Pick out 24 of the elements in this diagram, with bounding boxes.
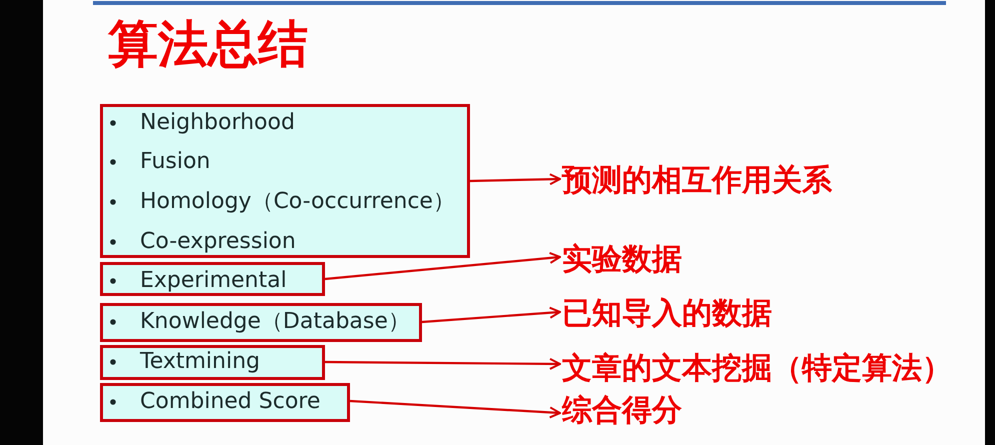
slide-title: 算法总结 — [108, 14, 308, 74]
list-item-text: Textmining — [140, 348, 260, 376]
list-box — [100, 383, 350, 422]
arrow — [422, 306, 561, 324]
list-box — [100, 303, 422, 342]
result-label: 实验数据 — [562, 242, 682, 278]
list-item-text: Neighborhood — [140, 109, 295, 137]
list-item-text: Co-expression — [140, 228, 296, 256]
result-label: 已知导入的数据 — [562, 296, 772, 332]
list-item-text: Combined Score — [140, 388, 320, 416]
list-item-text: Homology（Co-occurrence） — [140, 188, 455, 216]
result-label: 文章的文本挖掘（特定算法） — [562, 351, 952, 387]
result-label: 综合得分 — [562, 393, 682, 429]
list-item-text: Experimental — [140, 267, 287, 295]
list-item-text: Knowledge（Database） — [140, 308, 410, 336]
arrow — [470, 173, 561, 186]
arrow — [324, 252, 561, 280]
arrow — [350, 400, 561, 418]
list-box — [100, 345, 325, 380]
list-box — [100, 262, 325, 296]
list-box — [100, 104, 470, 258]
result-label: 预测的相互作用关系 — [562, 163, 832, 199]
list-item-text: Fusion — [140, 148, 210, 176]
arrow — [325, 358, 561, 370]
